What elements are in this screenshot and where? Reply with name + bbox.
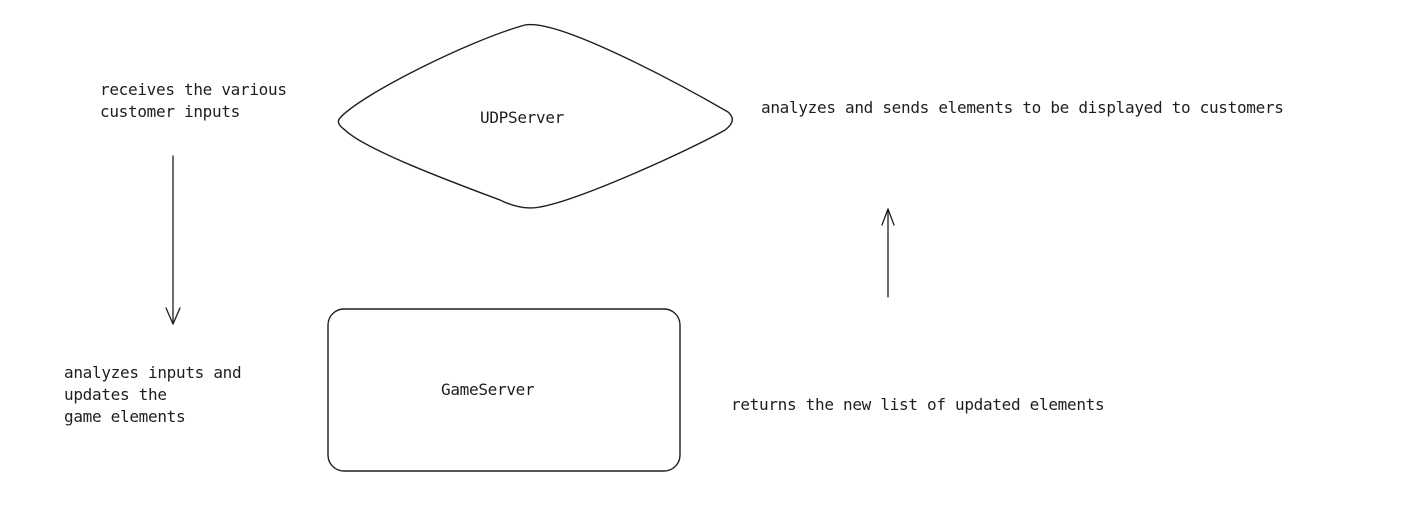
up-arrow: [881, 208, 895, 298]
udp-server-diamond: [337, 23, 733, 209]
note-receives-inputs: receives the various customer inputs: [100, 80, 287, 121]
down-arrow: [165, 155, 181, 325]
udp-server-label: UDPServer: [480, 108, 564, 127]
game-server-label: GameServer: [441, 380, 535, 399]
note-analyzes-inputs: analyzes inputs and updates the game ele…: [64, 363, 242, 426]
note-returns-updates: returns the new list of updated elements: [731, 395, 1105, 414]
note-sends-elements: analyzes and sends elements to be displa…: [761, 98, 1284, 117]
game-server-box: [327, 308, 681, 472]
